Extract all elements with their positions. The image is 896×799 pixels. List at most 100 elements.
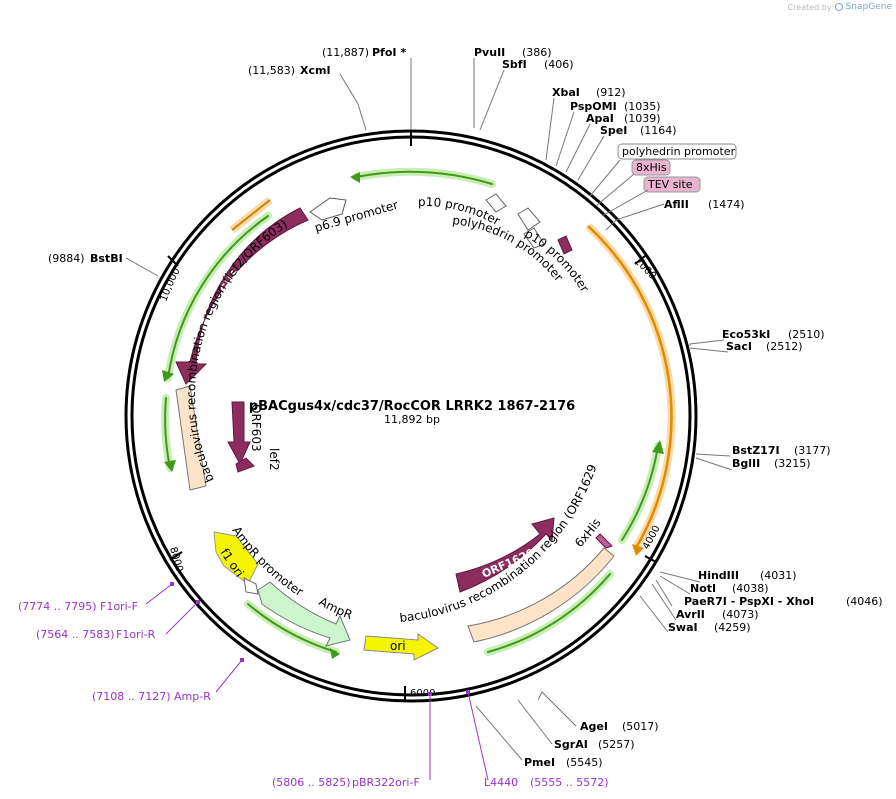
- orf1629-region-feature[interactable]: [467, 547, 615, 643]
- site-pmei-name[interactable]: PmeI: [524, 756, 555, 769]
- site-bstbi-name[interactable]: BstBI: [90, 252, 123, 265]
- tev-site-box-label: TEV site: [647, 178, 693, 191]
- primer-pbr322ori-f-name[interactable]: pBR322ori-F: [352, 776, 420, 789]
- tev-site-box[interactable]: [643, 176, 701, 193]
- ampr-promoter-feature[interactable]: [243, 577, 259, 595]
- site-agei-name[interactable]: AgeI: [580, 720, 608, 733]
- primer-f1ori-f-pos: (7774 .. 7795): [18, 600, 97, 613]
- site-apai-name[interactable]: ApaI: [586, 112, 614, 125]
- primer-marks: [170, 582, 470, 696]
- site-apai-pos: (1039): [624, 112, 661, 125]
- site-pspomi-pos: (1035): [624, 100, 661, 113]
- site-pmei-pos: (5545): [566, 756, 603, 769]
- primer-f1ori-r-name[interactable]: F1ori-R: [116, 628, 156, 641]
- lef2-orf603-region-feature[interactable]: [175, 385, 207, 491]
- site-bstz17i-pos: (3177): [794, 444, 831, 457]
- his8-box[interactable]: [631, 159, 671, 176]
- plasmid-size: 11,892 bp: [384, 413, 440, 426]
- site-agei-pos: (5017): [622, 720, 659, 733]
- site-avrii-pos: (4073): [722, 608, 759, 621]
- orf603-label: ORF603: [249, 404, 263, 452]
- his6-feature[interactable]: [595, 533, 613, 549]
- snapgene-credit: Created by SnapGene: [788, 2, 892, 12]
- green-arrows: [161, 167, 662, 656]
- site-eco53ki-name[interactable]: Eco53kI: [722, 328, 770, 341]
- tick-label-10000: 10,000: [158, 266, 182, 303]
- his6-label: 6xHis: [572, 516, 604, 550]
- site-spei-name[interactable]: SpeI: [600, 124, 627, 137]
- ampr-feature[interactable]: [257, 581, 351, 647]
- primer-l4440-name[interactable]: L4440: [484, 776, 518, 789]
- primer-amp-r-name[interactable]: Amp-R: [174, 690, 211, 703]
- site-avrii-name[interactable]: AvrII: [676, 608, 705, 621]
- lef2-feature[interactable]: [235, 457, 255, 473]
- site-swai-name[interactable]: SwaI: [668, 621, 698, 634]
- site-swai-pos: (4259): [714, 621, 751, 634]
- primer-labels: (7774 .. 7795) F1ori-F (7564 .. 7583) F1…: [18, 600, 609, 789]
- site-bglii-pos: (3215): [774, 457, 811, 470]
- site-aflii-name[interactable]: AflII: [664, 198, 689, 211]
- p10-promoter-b-feature[interactable]: [523, 227, 545, 249]
- site-xbai-pos: (912): [596, 86, 626, 99]
- site-noti-name[interactable]: NotI: [690, 582, 716, 595]
- site-spei-pos: (1164): [640, 124, 677, 137]
- insert-arc-head: [632, 544, 644, 556]
- credit-prefix: Created by: [787, 2, 832, 12]
- primer-pbr322ori-f-pos: (5806 .. 5825): [272, 776, 351, 789]
- plasmid-name: pBACgus4x/cdc37/RocCOR LRRK2 1867-2176: [249, 399, 575, 414]
- site-aflii-pos: (1474): [708, 198, 745, 211]
- insert-arc: [587, 225, 673, 549]
- site-paer7i-pos: (4046): [846, 595, 883, 608]
- gus-outer-arc: [231, 199, 271, 231]
- site-bstbi-pos: (9884): [48, 252, 85, 265]
- snapgene-logo-icon: [834, 3, 843, 11]
- primer-amp-r-pos: (7108 .. 7127): [92, 690, 171, 703]
- tick-label-6000: 6000: [410, 688, 435, 699]
- site-xbai-name[interactable]: XbaI: [552, 86, 580, 99]
- polyhedrin-promoter-box-label: polyhedrin promoter: [622, 145, 736, 158]
- primer-f1ori-r-pos: (7564 .. 7583): [36, 628, 115, 641]
- polyhedrin-promoter-feature[interactable]: [517, 207, 541, 231]
- site-noti-pos: (4038): [732, 582, 769, 595]
- site-pvuii-pos: (386): [522, 46, 552, 59]
- site-pfoi-name[interactable]: PfoI *: [372, 46, 406, 59]
- site-pvuii-name[interactable]: PvuII: [474, 46, 505, 59]
- site-sgrai-name[interactable]: SgrAI: [554, 738, 588, 751]
- site-sbfi-pos: (406): [544, 58, 574, 71]
- his8-box-label: 8xHis: [636, 161, 667, 174]
- site-pspomi-name[interactable]: PspOMI: [570, 100, 617, 113]
- site-saci-pos: (2512): [766, 340, 803, 353]
- site-pfoi-pos: (11,887): [322, 46, 369, 59]
- ori-label: ori: [390, 639, 406, 653]
- site-leader-lines: [125, 58, 733, 761]
- his8-tev-feature[interactable]: [557, 235, 573, 255]
- site-xcmi-pos: (11,583): [248, 64, 295, 77]
- site-xcmi-name[interactable]: XcmI: [300, 64, 331, 77]
- gus-feature[interactable]: [175, 207, 309, 385]
- orf1629-feature[interactable]: [455, 517, 555, 593]
- lef2-label: lef2: [267, 448, 281, 471]
- site-paer7i-name[interactable]: PaeR7I - PspXI - XhoI: [684, 595, 814, 608]
- ori-feature[interactable]: [363, 633, 439, 661]
- site-labels: (11,887) PfoI * (11,583) XcmI PvuII (386…: [48, 46, 883, 769]
- p10-promoter-a-feature[interactable]: [485, 193, 507, 213]
- orf603-feature[interactable]: [227, 401, 251, 466]
- primer-leader-lines: [145, 583, 489, 781]
- site-sbfi-name[interactable]: SbfI: [502, 58, 527, 71]
- tick-marks: [167, 130, 657, 700]
- polyhedrin-promoter-box[interactable]: [617, 143, 737, 160]
- site-sgrai-pos: (5257): [598, 738, 635, 751]
- credit-brand: SnapGene: [845, 2, 892, 12]
- site-hindiii-pos: (4031): [760, 569, 797, 582]
- site-eco53ki-pos: (2510): [788, 328, 825, 341]
- primer-f1ori-f-name[interactable]: F1ori-F: [100, 600, 138, 613]
- site-bstz17i-name[interactable]: BstZ17I: [732, 444, 780, 457]
- p69-promoter-feature[interactable]: [309, 197, 347, 221]
- site-hindiii-name[interactable]: HindIII: [698, 569, 739, 582]
- orf1629-region-label: baculovirus recombination region (ORF162…: [0, 0, 599, 625]
- primer-l4440-pos: (5555 .. 5572): [530, 776, 609, 789]
- green-arrowheads: [162, 172, 664, 659]
- site-bglii-name[interactable]: BglII: [732, 457, 760, 470]
- site-saci-name[interactable]: SacI: [726, 340, 752, 353]
